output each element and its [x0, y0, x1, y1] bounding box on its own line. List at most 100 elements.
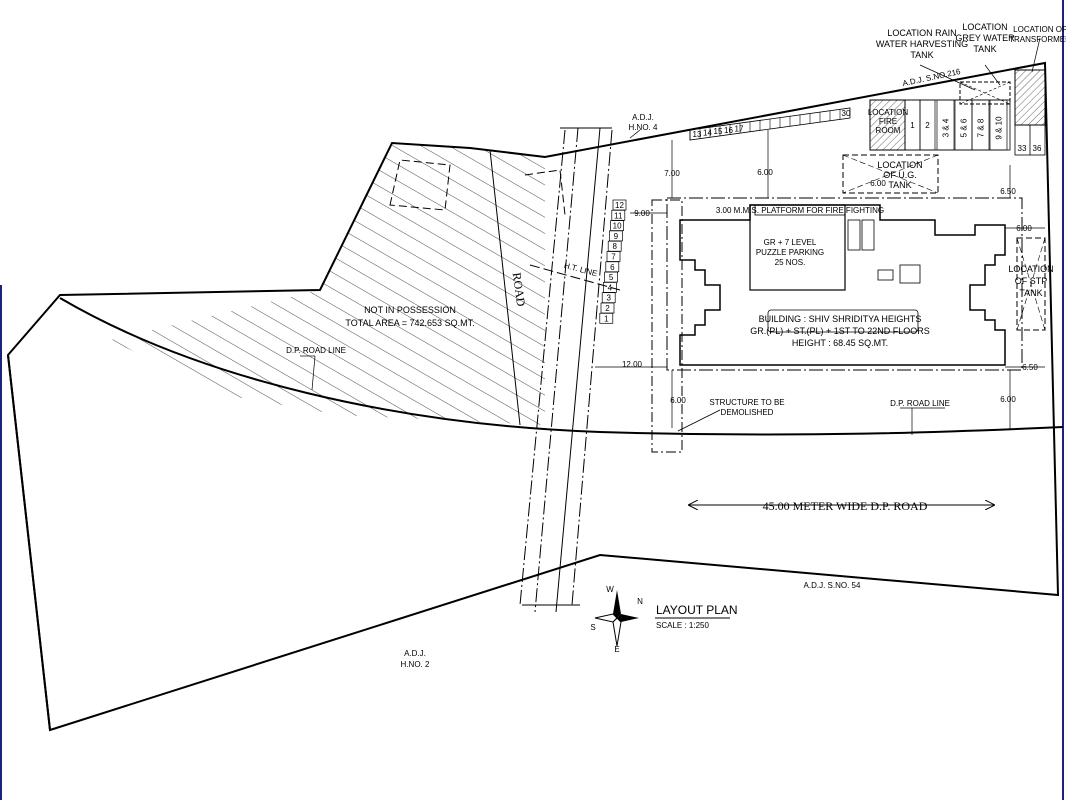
site-boundary-lower — [7, 354, 51, 731]
parking-left-num: 10 — [613, 222, 622, 231]
parking-left-column — [599, 199, 627, 324]
parking-left-num: 12 — [615, 201, 624, 210]
dim-650-top: 6.50 — [1000, 187, 1016, 196]
ug-tank-label-line-2: TANK — [888, 180, 911, 190]
parking-slot-right — [919, 99, 936, 151]
ht-line-label: H.T. LINE — [563, 261, 598, 279]
grey-tank-label-line-1: GREY WATER — [955, 33, 1015, 43]
parking-right-num: 7 & 8 — [977, 118, 986, 137]
adj-h4-label-line-1: H.NO. 4 — [629, 123, 658, 132]
fire-room-label-line-2: ROOM — [876, 126, 901, 135]
structure-to-demolish — [651, 199, 683, 453]
building-label-line-0: BUILDING : SHIV SHRIDITYA HEIGHTS — [759, 314, 922, 324]
adj-h4-label-line-0: A.D.J. — [632, 113, 654, 122]
building-label-line-1: GR.(PL) + ST.(PL) + 1ST TO 22ND FLOORS — [750, 326, 930, 336]
dim-12: 12.00 — [622, 360, 643, 369]
ug-tank — [842, 154, 939, 194]
compass-icon — [594, 590, 639, 647]
parking-slot-right — [936, 99, 955, 151]
stp-tank — [1016, 237, 1046, 331]
compass-n: N — [637, 597, 643, 606]
grey-tank-label-line-2: TANK — [973, 44, 996, 54]
compass-w: W — [606, 585, 614, 594]
parking-right-num: 2 — [925, 121, 930, 130]
dp-road-line-curve — [59, 297, 1064, 436]
rain-tank-label-line-2: TANK — [910, 50, 933, 60]
dashed-structure — [389, 159, 451, 211]
not-possession-label-line-0: NOT IN POSSESSION — [364, 305, 456, 315]
parking-right-num: 3 & 4 — [942, 118, 951, 137]
parking-right-num: 9 & 10 — [995, 116, 1004, 140]
parking-left-num: 11 — [614, 211, 623, 220]
parking-top-num: 13 — [693, 130, 702, 139]
adj-s54-label: A.D.J. S.NO. 54 — [804, 581, 861, 590]
parking-top-num: 15 — [714, 127, 723, 136]
ht-line — [529, 264, 621, 291]
parking-right-num: 5 & 6 — [960, 118, 969, 137]
road-label: ROAD — [510, 272, 529, 308]
rain-tank-label-line-0: LOCATION RAIN — [887, 28, 956, 38]
dim-9: 9.00 — [634, 209, 650, 218]
dim-6-bl: 6.00 — [670, 396, 686, 405]
transformer — [1014, 69, 1046, 126]
parking-top-num: 14 — [703, 129, 712, 138]
transformer-label-line-1: TRANSFORMER — [1009, 35, 1066, 44]
setback-line — [666, 197, 1023, 371]
dim-6-right: 6.00 — [1016, 224, 1032, 233]
scale-label: SCALE : 1:250 — [656, 621, 709, 630]
parking-small-num: 33 — [1018, 144, 1027, 153]
parking-slot-right — [989, 99, 1008, 151]
stp-tank-label-line-0: LOCATION — [1008, 264, 1053, 274]
building-label-line-2: HEIGHT : 68.45 SQ.MT. — [792, 338, 888, 348]
dim-6-top: 6.00 — [757, 168, 773, 177]
stp-tank-label-line-2: TANK — [1019, 288, 1042, 298]
demolish-label-line-0: STRUCTURE TO BE — [709, 398, 784, 407]
ms-platform-label: 3.00 M.M.S. PLATFORM FOR FIRE FIGHTING — [716, 206, 884, 215]
parking-top-num: 17 — [735, 124, 744, 133]
parking-slot-right — [971, 99, 990, 151]
grey-tank-label-line-0: LOCATION — [962, 22, 1007, 32]
parking-left-num: 5 — [609, 273, 614, 282]
parking-slot-left — [599, 312, 614, 324]
transformer-label-line-0: LOCATION OF — [1013, 25, 1066, 34]
parking-top-num: 16 — [724, 126, 733, 135]
dim-6-ug: 6.00 — [870, 179, 886, 188]
stp-tank-label-line-1: OF STP — [1015, 276, 1048, 286]
dp-road-line-right-label: D.P. ROAD LINE — [890, 399, 950, 408]
dimension-lines — [595, 130, 1045, 430]
dim-650-bottom: 6.50 — [1022, 363, 1038, 372]
compass-e: E — [614, 645, 619, 654]
puzzle-label-line-2: 25 NOS. — [775, 258, 806, 267]
ug-tank-label-line-1: OF U.G. — [883, 170, 917, 180]
puzzle-label-line-1: PUZZLE PARKING — [756, 248, 824, 257]
adj-h2-label-line-1: H.NO. 2 — [401, 660, 430, 669]
parking-left-num: 3 — [606, 294, 611, 303]
dim-7: 7.00 — [664, 169, 680, 178]
parking-left-num: 9 — [614, 232, 619, 241]
puzzle-label-line-0: GR + 7 LEVEL — [764, 238, 817, 247]
dp-road-label: 45.00 METER WIDE D.P. ROAD — [763, 499, 928, 513]
parking-left-num: 6 — [610, 263, 615, 272]
compass-s: S — [590, 623, 595, 632]
building-footprint — [679, 204, 1006, 366]
parking-left-num: 1 — [604, 314, 609, 323]
site-boundary — [6, 61, 1060, 732]
parking-left-num: 4 — [608, 283, 613, 292]
road-lines — [489, 127, 613, 613]
ug-tank-label-line-0: LOCATION — [877, 160, 922, 170]
leader-lines — [300, 37, 1041, 435]
fire-room-label-line-0: LOCATION — [868, 108, 909, 117]
dim-6-br: 6.00 — [1000, 395, 1016, 404]
dim-30: 30 — [842, 109, 851, 118]
parking-left-num: 7 — [611, 253, 616, 262]
fire-room-label-line-1: FIRE — [879, 117, 897, 126]
parking-top-row — [689, 107, 851, 141]
rain-water-tank — [959, 81, 1011, 105]
adj-h2-label-line-0: A.D.J. — [404, 649, 426, 658]
parking-left-num: 2 — [605, 304, 610, 313]
not-possession-label-line-1: TOTAL AREA = 742.653 SQ.MT. — [345, 318, 474, 328]
rain-tank-label-line-1: WATER HARVESTING — [876, 39, 968, 49]
dp-road-line-left-label: D.P. ROAD LINE — [286, 346, 346, 355]
parking-left-num: 8 — [612, 242, 617, 251]
